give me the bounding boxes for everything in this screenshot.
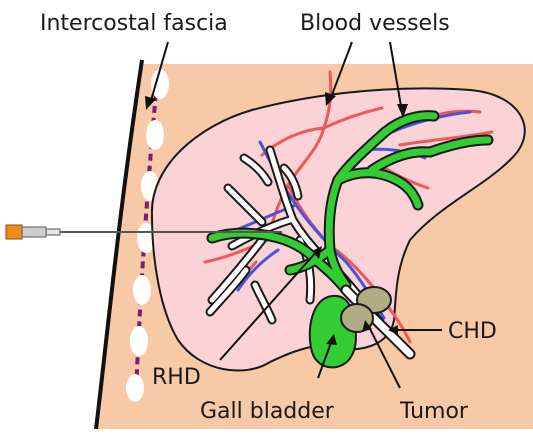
label-rhd: RHD — [152, 365, 201, 390]
label-blood-vessels: Blood vessels — [300, 11, 450, 36]
label-chd: CHD — [448, 319, 497, 344]
label-gall-bladder: Gall bladder — [200, 399, 335, 424]
label-tumor: Tumor — [399, 399, 469, 424]
label-intercostal-fascia: Intercostal fascia — [40, 11, 228, 36]
